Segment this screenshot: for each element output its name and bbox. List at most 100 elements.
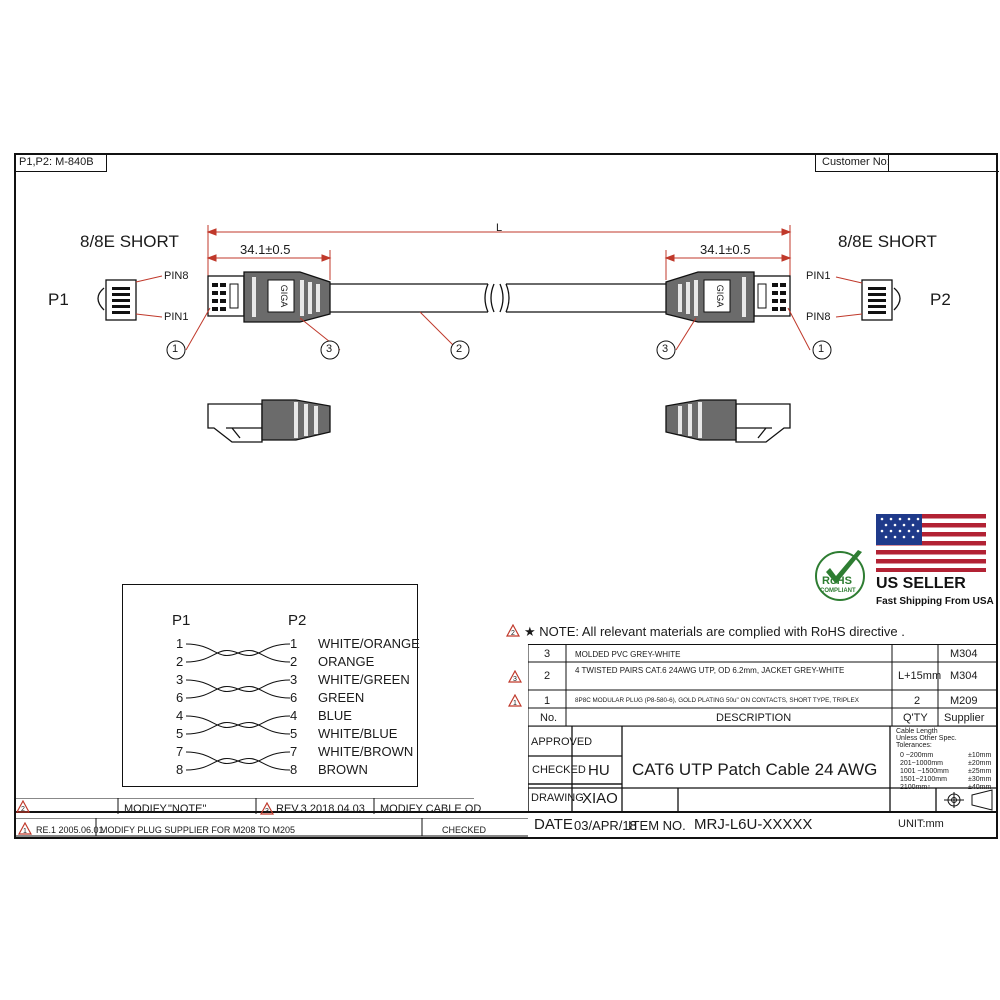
wiring-p1-header: P1 xyxy=(172,612,191,629)
bom-row-no: 2 xyxy=(544,670,551,682)
wiring-twists xyxy=(186,643,290,771)
tol-range: 1501~2100mm xyxy=(900,776,947,783)
frame-bottom-line xyxy=(14,837,998,839)
item-value: MRJ-L6U-XXXXX xyxy=(694,816,813,833)
bom-row-supplier: M304 xyxy=(950,670,978,682)
rev-modify: MODIFY xyxy=(124,803,167,815)
date-value: 03/APR/18 xyxy=(574,818,637,833)
bom-header-no: No. xyxy=(540,712,558,724)
drawing-value: XIAO xyxy=(582,790,618,807)
tol-value: ±25mm xyxy=(968,768,992,775)
title-block-grid xyxy=(528,726,998,812)
wiring-p2-pin: 7 xyxy=(290,744,298,759)
wiring-p2-pin: 8 xyxy=(290,762,298,777)
callout-1-left xyxy=(166,340,186,360)
warning-icon: 2 xyxy=(506,624,520,637)
tol-value: ±40mm xyxy=(968,784,992,791)
bom-header-desc: DESCRIPTION xyxy=(716,712,792,724)
customer-box xyxy=(815,153,999,172)
svg-text:2: 2 xyxy=(511,630,515,637)
wiring-p2-pin: 4 xyxy=(290,708,298,723)
cable-drawing: GIGA GIGA xyxy=(97,225,901,443)
right-plug-type: 8/8E SHORT xyxy=(838,232,937,251)
callout-1-left-text: 1 xyxy=(172,343,179,355)
tol-range: 201~1000mm xyxy=(900,760,944,767)
drawing-title: CAT6 UTP Patch Cable 24 AWG xyxy=(632,760,878,779)
bom-row-desc: 8P8C MODULAR PLUG (P8-580-6), GOLD PLATI… xyxy=(575,697,859,704)
wiring-p2-header: P2 xyxy=(288,612,307,629)
p1p2-code: P1,P2: M-840B xyxy=(19,156,94,168)
callout-3-left xyxy=(320,340,340,360)
unit-label: UNIT:mm xyxy=(898,818,944,830)
tol-range: 0 ~200mm xyxy=(900,752,934,759)
warning-icon: 3 xyxy=(260,802,274,815)
date-label: DATE xyxy=(534,816,573,833)
wiring-p1-pin: 5 xyxy=(176,726,184,741)
wiring-color: WHITE/ORANGE xyxy=(318,636,420,651)
header-left-box xyxy=(14,153,107,172)
callout-1-right xyxy=(812,340,832,360)
p1-pin8: PIN8 xyxy=(164,270,189,282)
callout-3-left-text: 3 xyxy=(326,343,333,355)
p2-end-view xyxy=(861,279,901,321)
tol-value: ±10mm xyxy=(968,752,992,759)
wiring-color: BLUE xyxy=(318,708,352,723)
boot-text-left: GIGA xyxy=(279,285,289,308)
callout-2 xyxy=(450,340,470,360)
frame-bottom-extension xyxy=(14,811,16,839)
wiring-color: WHITE/BROWN xyxy=(318,744,414,759)
projection-symbol xyxy=(944,789,993,811)
p2-pin1: PIN1 xyxy=(806,270,831,282)
checked-value: HU xyxy=(588,762,610,779)
side-view-right xyxy=(665,399,791,443)
item-label: ITEM NO. xyxy=(628,818,686,833)
p1-label: P1 xyxy=(48,290,69,309)
wiring-p1-pin: 4 xyxy=(176,708,184,723)
rev1-checked: CHECKED xyxy=(442,825,487,835)
checked-label: CHECKED xyxy=(532,764,586,776)
drawing-label: DRAWING xyxy=(531,792,584,804)
wiring-p1-pin: 6 xyxy=(176,690,184,705)
wiring-p1-pin: 3 xyxy=(176,672,184,687)
wiring-p2-pin: 1 xyxy=(290,636,298,651)
p2-pin8: PIN8 xyxy=(806,311,831,323)
p1-end-view xyxy=(97,279,137,321)
wiring-p1-pin: 7 xyxy=(176,744,184,759)
revision-grid xyxy=(14,798,474,814)
bom-row-no: 3 xyxy=(544,648,551,660)
bom-row-desc: MOLDED PVC GREY-WHITE xyxy=(575,650,681,659)
tol-value: ±30mm xyxy=(968,776,992,783)
rev3-desc: MODIFY CABLE OD xyxy=(380,803,482,815)
revision-grid-2 xyxy=(14,818,528,837)
rohs-text: RoHS xyxy=(822,575,852,587)
bom-header-qty: Q'TY xyxy=(903,712,928,724)
warning-icon: 2 xyxy=(16,800,30,813)
bom-row-supplier: M209 xyxy=(950,695,978,707)
callout-3-right-text: 3 xyxy=(662,343,669,355)
wiring-box xyxy=(122,584,418,787)
warning-icon: 3 xyxy=(508,670,522,683)
callout-1-right-text: 1 xyxy=(818,343,825,355)
fast-shipping-text: Fast Shipping From USA xyxy=(876,596,994,607)
bom-row-qty: 2 xyxy=(914,695,921,707)
frame-bottom-extension-right xyxy=(996,811,998,839)
bom-row-desc: 4 TWISTED PAIRS CAT.6 24AWG UTP, OD 6.2m… xyxy=(575,666,845,675)
wiring-color: WHITE/GREEN xyxy=(318,672,410,687)
callout-3-right xyxy=(656,340,676,360)
wiring-p2-pin: 2 xyxy=(290,654,298,669)
length-label: L xyxy=(496,222,503,234)
left-plug-type: 8/8E SHORT xyxy=(80,232,179,251)
bom-row-qty: L+15mm xyxy=(898,670,942,682)
rohs-note: ★ NOTE: All relevant materials are compl… xyxy=(524,624,905,639)
wiring-p1-pin: 2 xyxy=(176,654,184,669)
approved-label: APPROVED xyxy=(531,736,593,748)
bom-row-no: 1 xyxy=(544,695,551,707)
warning-icon: 1 xyxy=(18,822,32,835)
customer-divider xyxy=(888,153,889,171)
left-connector: GIGA xyxy=(207,271,331,323)
wiring-color: WHITE/BLUE xyxy=(318,726,398,741)
tol-heading-2: Unless Other Spec. xyxy=(896,735,957,742)
boot-dim-left: 34.1±0.5 xyxy=(240,242,291,257)
rev1-desc: MODIFY PLUG SUPPLIER FOR M208 TO M205 xyxy=(100,825,296,835)
wiring-color: GREEN xyxy=(318,690,365,705)
